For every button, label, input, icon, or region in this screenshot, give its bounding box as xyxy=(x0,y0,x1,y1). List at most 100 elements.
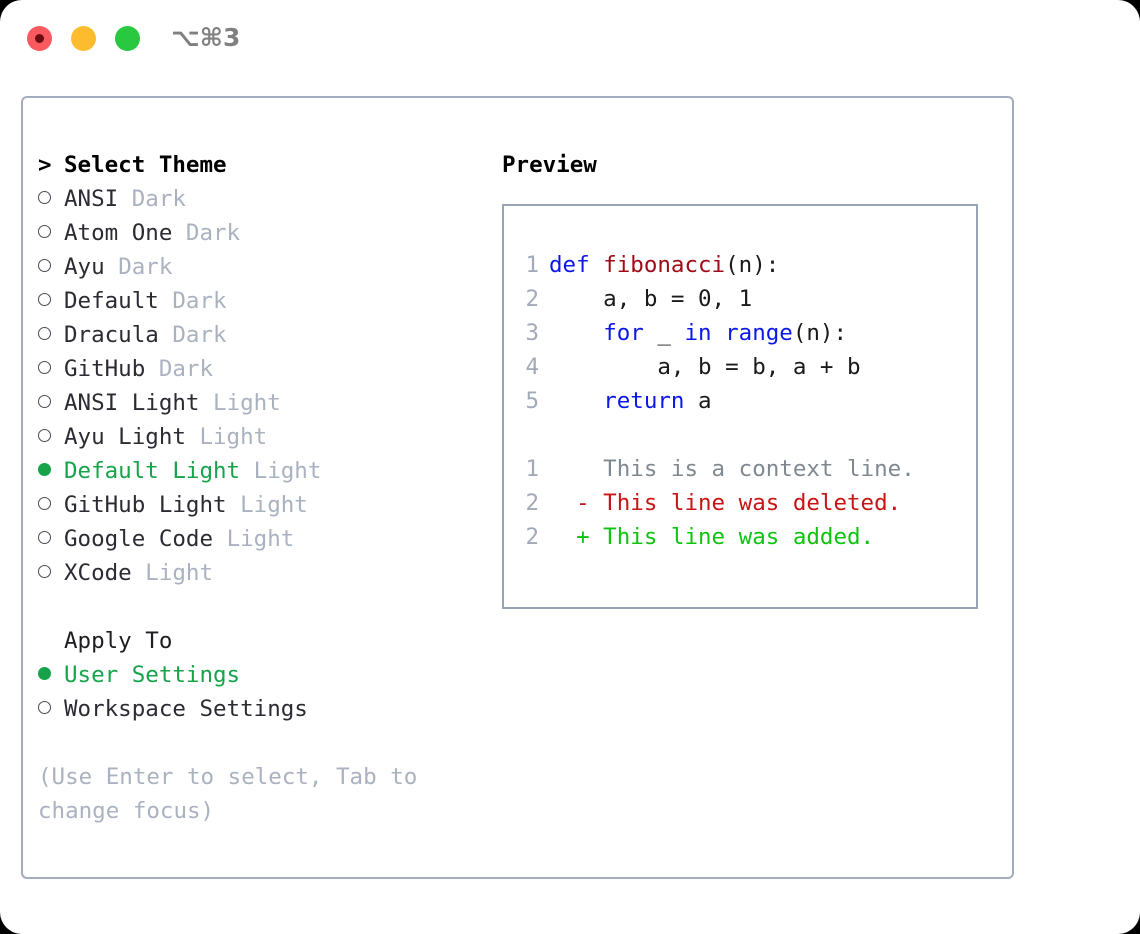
theme-item-name: Ayu Light xyxy=(64,424,200,450)
minimize-button[interactable] xyxy=(71,26,96,51)
code-token: a, b = b, a + b xyxy=(549,354,861,380)
code-token: in xyxy=(684,320,712,346)
maximize-button[interactable] xyxy=(115,26,140,51)
heading-label: Select Theme xyxy=(64,152,227,178)
heading-caret-icon: > xyxy=(38,152,52,178)
theme-item-variant: Light xyxy=(226,526,295,552)
apply-option-marker xyxy=(38,658,64,692)
theme-list-item[interactable]: GitHub Dark xyxy=(38,352,488,386)
theme-item-name: Atom One xyxy=(64,220,186,246)
apply-to-option[interactable]: User Settings xyxy=(38,658,488,692)
radio-unselected-icon xyxy=(38,361,51,374)
theme-list-item[interactable]: Default Light Light xyxy=(38,454,488,488)
radio-unselected-icon xyxy=(38,259,51,272)
theme-list-item[interactable]: ANSI Light Light xyxy=(38,386,488,420)
code-token: (n): xyxy=(725,252,780,278)
theme-item-marker xyxy=(38,488,64,522)
theme-item-variant: Light xyxy=(199,424,268,450)
apply-to-title: Apply To xyxy=(64,628,173,654)
theme-item-variant: Dark xyxy=(172,322,227,348)
code-token: def xyxy=(549,252,590,278)
diff-line-text: This is a context line. xyxy=(549,456,915,482)
radio-unselected-icon xyxy=(38,225,51,238)
diff-line: 2 + This line was added. xyxy=(517,520,970,554)
theme-item-name: ANSI xyxy=(64,186,132,212)
code-line-number: 4 xyxy=(525,354,539,380)
code-line-number: 3 xyxy=(525,320,539,346)
theme-item-variant: Dark xyxy=(172,288,227,314)
apply-option-label: Workspace Settings xyxy=(64,696,308,722)
radio-unselected-icon xyxy=(38,565,51,578)
apply-option-label: User Settings xyxy=(64,662,241,688)
title-bar: ⌥⌘3 xyxy=(0,0,1140,78)
code-token: (n): xyxy=(792,320,848,346)
theme-list-item[interactable]: Google Code Light xyxy=(38,522,488,556)
code-line-number: 1 xyxy=(525,252,539,278)
radio-unselected-icon xyxy=(38,497,51,510)
theme-item-name: ANSI Light xyxy=(64,390,214,416)
diff-line-text: - This line was deleted. xyxy=(549,490,902,516)
diff-line: 1 This is a context line. xyxy=(517,452,970,486)
theme-list-item[interactable]: GitHub Light Light xyxy=(38,488,488,522)
code-token: _ xyxy=(643,320,685,346)
radio-selected-icon xyxy=(38,463,51,476)
theme-item-marker xyxy=(38,522,64,556)
theme-item-variant: Dark xyxy=(158,356,214,382)
diff-sample: 1 This is a context line.2 - This line w… xyxy=(517,452,970,554)
radio-unselected-icon xyxy=(38,191,51,204)
diff-line: 2 - This line was deleted. xyxy=(517,486,970,520)
code-token: a, b = 0, 1 xyxy=(549,286,753,312)
theme-list-item[interactable]: Ayu Dark xyxy=(38,250,488,284)
theme-item-marker xyxy=(38,318,64,352)
theme-list-item[interactable]: Atom One Dark xyxy=(38,216,488,250)
apply-to-option[interactable]: Workspace Settings xyxy=(38,692,488,726)
theme-item-marker xyxy=(38,386,64,420)
close-button[interactable] xyxy=(27,26,52,51)
theme-list-item[interactable]: ANSI Dark xyxy=(38,182,488,216)
code-token: return xyxy=(603,388,685,414)
keyboard-shortcut-label: ⌥⌘3 xyxy=(171,23,241,52)
diff-line-text: + This line was added. xyxy=(549,524,875,550)
apply-option-marker xyxy=(38,692,64,726)
theme-list-item[interactable]: Default Dark xyxy=(38,284,488,318)
radio-unselected-icon xyxy=(38,327,51,340)
code-token xyxy=(590,252,604,278)
preview-title: Preview xyxy=(502,152,597,178)
code-line: 2 a, b = 0, 1 xyxy=(517,282,970,316)
code-line: 5 return a xyxy=(517,384,970,418)
code-line: 3 for _ in range(n): xyxy=(517,316,970,350)
code-line-number: 2 xyxy=(525,286,539,312)
theme-item-marker xyxy=(38,284,64,318)
code-token: range xyxy=(725,320,793,346)
theme-list-heading: > Select Theme xyxy=(38,148,488,182)
code-token: for xyxy=(603,320,644,346)
theme-item-variant: Dark xyxy=(131,186,186,212)
code-token xyxy=(549,320,603,346)
theme-list-item[interactable]: Ayu Light Light xyxy=(38,420,488,454)
code-token xyxy=(549,388,603,414)
theme-item-name: Default Light xyxy=(64,458,254,484)
radio-selected-icon xyxy=(38,667,51,680)
list-spacer xyxy=(38,590,488,624)
code-line: 4 a, b = b, a + b xyxy=(517,350,970,384)
theme-item-marker xyxy=(38,182,64,216)
theme-item-name: GitHub xyxy=(64,356,159,382)
theme-item-name: Dracula xyxy=(64,322,173,348)
theme-item-name: Google Code xyxy=(64,526,227,552)
theme-item-variant: Dark xyxy=(118,254,173,280)
radio-unselected-icon xyxy=(38,701,51,714)
theme-item-variant: Light xyxy=(145,560,214,586)
theme-item-variant: Dark xyxy=(185,220,241,246)
radio-unselected-icon xyxy=(38,293,51,306)
theme-item-name: GitHub Light xyxy=(64,492,241,518)
traffic-lights xyxy=(27,26,140,51)
theme-list-item[interactable]: Dracula Dark xyxy=(38,318,488,352)
theme-list-item[interactable]: XCode Light xyxy=(38,556,488,590)
